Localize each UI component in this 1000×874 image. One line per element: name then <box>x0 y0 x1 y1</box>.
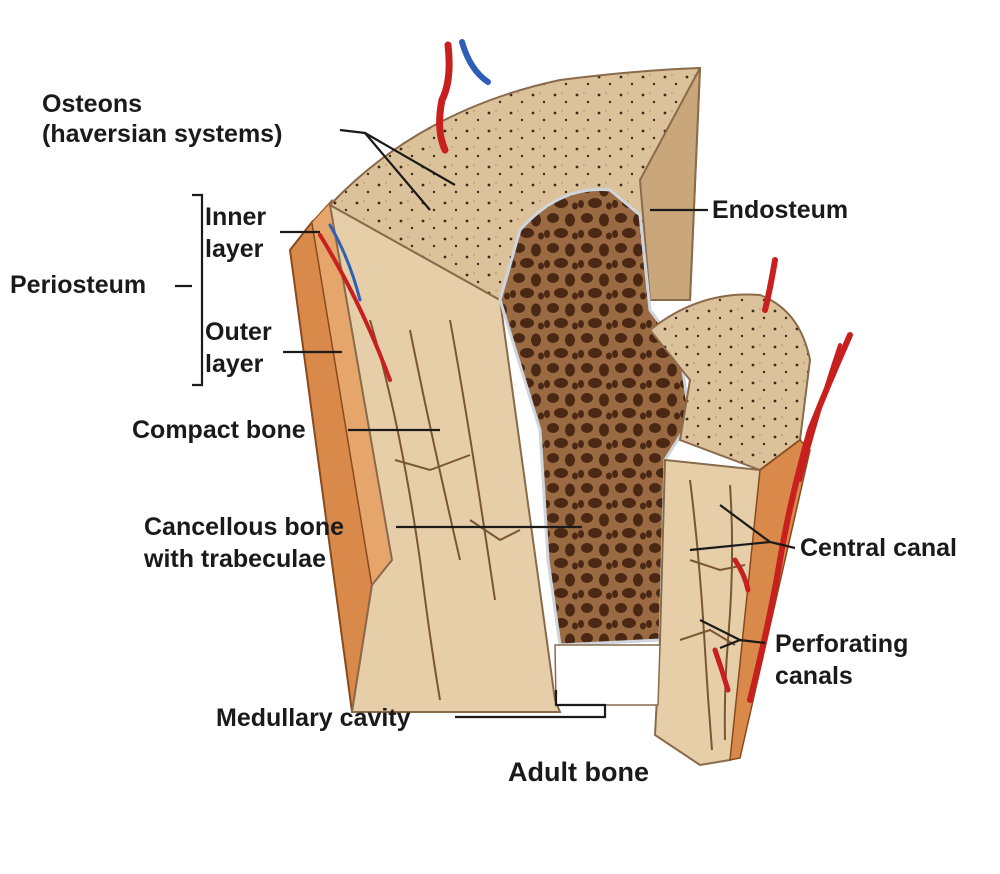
inner-layer-label-sub: layer <box>205 235 264 263</box>
periosteum-label: Periosteum <box>10 271 146 299</box>
medullary-cavity-label: Medullary cavity <box>216 704 411 732</box>
compact-bone-label: Compact bone <box>132 416 306 444</box>
blood-vessels <box>318 39 853 703</box>
bone-illustration <box>288 39 853 767</box>
compact-bone-right-face <box>638 67 701 301</box>
inner-layer-label: Inner <box>205 203 266 231</box>
lower-osteons-surface <box>648 293 812 472</box>
osteons-label: Osteons <box>42 90 142 118</box>
medullary-cavity-opening <box>554 644 661 706</box>
compact-bone-face <box>328 203 562 713</box>
perforating-canals-label: Perforating <box>775 630 908 658</box>
cancellous-bone-label: Cancellous bone <box>144 513 344 541</box>
cancellous-bone-label-sub: with trabeculae <box>143 545 326 573</box>
outer-layer-label-sub: layer <box>205 350 264 378</box>
osteons-label-sub: (haversian systems) <box>42 120 282 148</box>
endosteum-label: Endosteum <box>712 196 848 224</box>
leader-lines <box>175 128 796 719</box>
perforating-canals-label-sub: canals <box>775 662 853 690</box>
figure-title: Adult bone <box>508 757 649 787</box>
central-canal-label: Central canal <box>800 534 957 562</box>
outer-layer-label: Outer <box>205 318 272 346</box>
